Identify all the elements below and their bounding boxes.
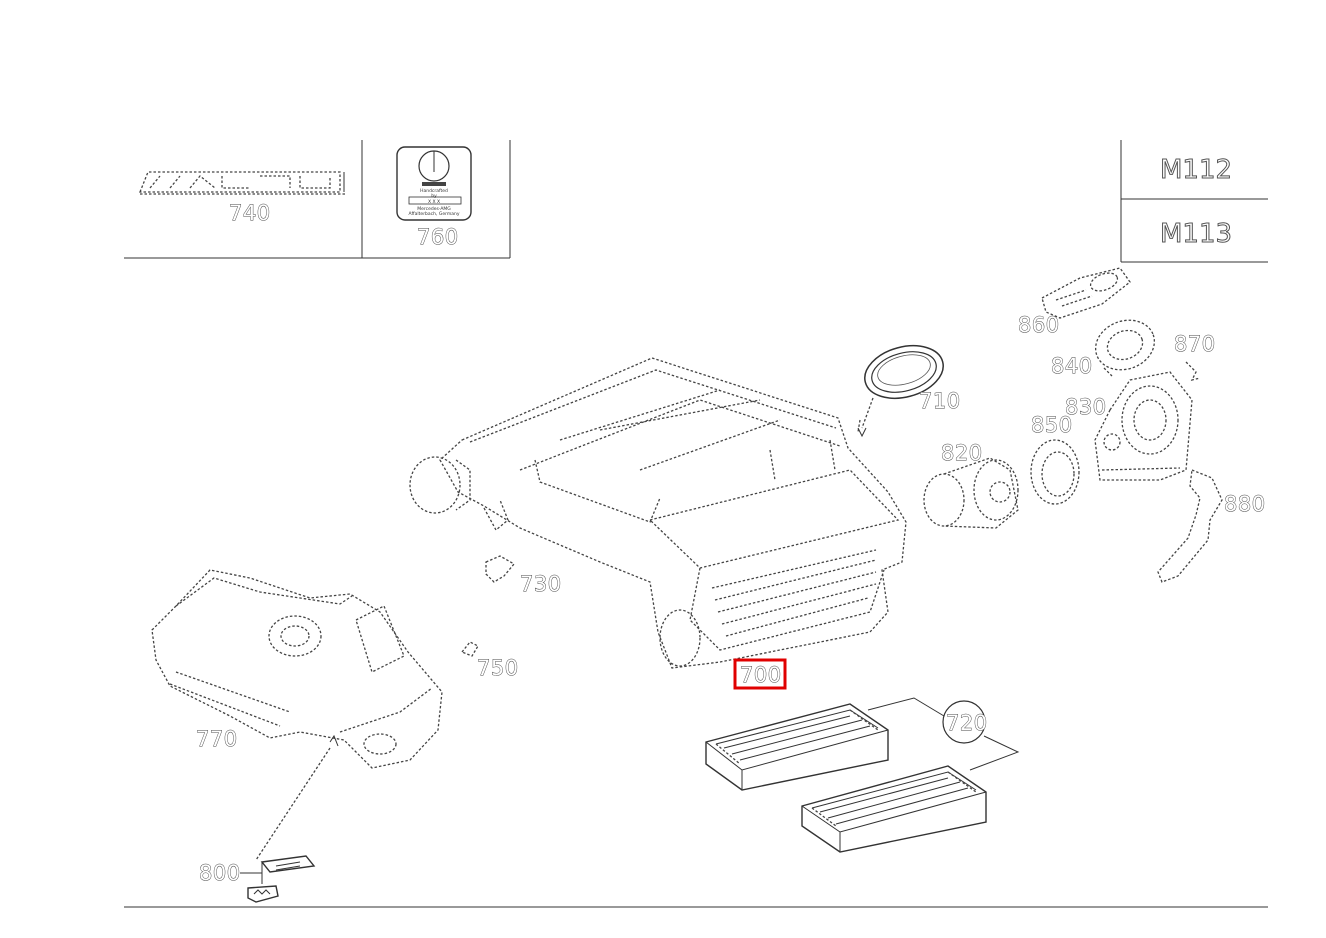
clip-730[interactable]	[485, 555, 515, 583]
part-label-800[interactable]: 800	[199, 861, 241, 886]
plaque-line-4: Mercedes-AMG	[417, 206, 451, 212]
part-label-730[interactable]: 730	[520, 572, 562, 597]
part-label-860[interactable]: 870	[1174, 332, 1216, 357]
selected-part-700[interactable]: 700	[733, 658, 787, 690]
hose-880[interactable]	[1157, 469, 1223, 583]
component-840[interactable]	[1089, 312, 1162, 378]
part-label-830[interactable]: 830	[1065, 395, 1107, 420]
plaque-line-5: Affalterbach, Germany	[408, 211, 459, 217]
air-filter-720[interactable]	[705, 697, 1020, 853]
screw-750[interactable]	[460, 641, 479, 657]
variant-table	[1120, 140, 1268, 263]
clip-860[interactable]	[1185, 361, 1201, 381]
variant-m112[interactable]: M112	[1160, 155, 1233, 186]
part-label-870[interactable]: 860	[1018, 313, 1060, 338]
plaque-line-2: by	[431, 193, 437, 199]
part-label-820[interactable]: 820	[941, 441, 983, 466]
part-label-750[interactable]: 750	[477, 656, 519, 681]
part-label-840[interactable]: 840	[1051, 354, 1093, 379]
part-label-880[interactable]: 880	[1224, 492, 1266, 517]
part-label-710[interactable]: 710	[919, 389, 961, 414]
part-label-850[interactable]: 850	[1031, 413, 1073, 438]
component-870[interactable]	[1041, 267, 1131, 319]
sealing-ring-710[interactable]	[857, 337, 949, 438]
selection-highlight	[733, 658, 787, 690]
ring-850[interactable]	[1030, 439, 1080, 505]
variant-m113[interactable]: M113	[1160, 219, 1233, 250]
inset-box-left	[124, 140, 511, 259]
part-label-760[interactable]: 760	[417, 225, 459, 250]
part-label-720[interactable]: 720	[946, 711, 988, 736]
air-intake-housing-700[interactable]	[409, 357, 907, 669]
component-820[interactable]	[923, 457, 1019, 529]
part-label-700[interactable]: 700	[740, 663, 782, 688]
engine-cover-770[interactable]	[151, 569, 443, 861]
clamp-800[interactable]	[240, 855, 316, 903]
part-label-770[interactable]: 770	[196, 727, 238, 752]
amg-emblem-740[interactable]	[139, 171, 345, 195]
plaque-line-1: Handcrafted	[420, 188, 448, 194]
plaque-line-3: X X X	[428, 199, 440, 205]
engine-plaque-760[interactable]: Handcrafted by X X X Mercedes-AMG Affalt…	[396, 146, 472, 221]
part-label-740[interactable]: 740	[229, 201, 271, 226]
component-830[interactable]	[1094, 371, 1193, 481]
